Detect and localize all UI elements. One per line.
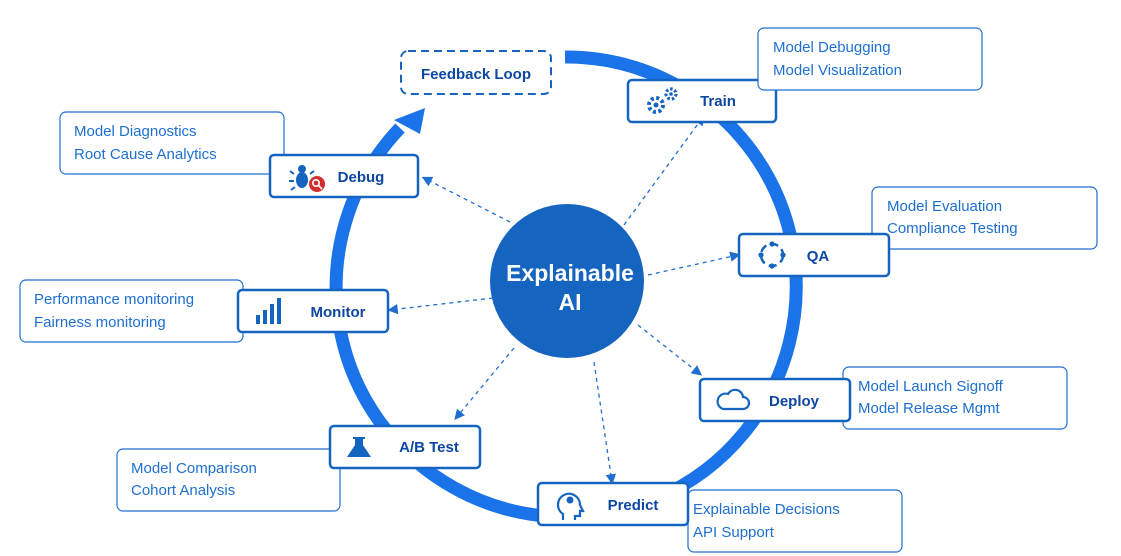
predict-detail-1: Explainable Decisions [693,501,840,518]
qa-detail-2: Compliance Testing [887,220,1018,237]
stage-debug[interactable]: Debug [268,153,420,199]
bar-chart-icon [256,298,281,324]
stage-monitor[interactable]: Monitor [236,288,390,334]
train-detail-1: Model Debugging [773,39,891,56]
stage-abtest[interactable]: A/B Test [328,424,482,470]
center-title-line2: AI [559,289,582,315]
ring-arrowhead [394,108,425,134]
abtest-detail-2: Cohort Analysis [131,482,235,499]
debug-details: Model Diagnostics Root Cause Analytics [59,111,285,175]
stage-predict[interactable]: Predict [536,481,690,527]
deploy-detail-2: Model Release Mgmt [858,400,1001,417]
debug-detail-2: Root Cause Analytics [74,146,217,163]
stage-train[interactable]: Train [626,78,778,124]
debug-detail-1: Model Diagnostics [74,123,197,140]
stage-monitor-label: Monitor [311,304,366,321]
abtest-details: Model Comparison Cohort Analysis [116,448,341,512]
center-node: Explainable AI [490,204,644,358]
stage-deploy[interactable]: Deploy [698,377,852,423]
flask-icon [347,437,371,457]
deploy-details: Model Launch Signoff Model Release Mgmt [842,366,1068,430]
feedback-loop-label: Feedback Loop [421,66,531,83]
deploy-detail-1: Model Launch Signoff [858,378,1004,395]
head-brain-icon [556,492,585,520]
cloud-icon [716,388,751,411]
monitor-detail-1: Performance monitoring [34,291,194,308]
stage-abtest-label: A/B Test [399,439,459,456]
spokes [387,114,741,485]
qa-details: Model Evaluation Compliance Testing [871,186,1098,250]
gears-icon [647,87,678,114]
monitor-detail-2: Fairness monitoring [34,314,166,331]
target-icon [758,241,786,269]
stage-deploy-label: Deploy [769,393,820,410]
monitor-details: Performance monitoring Fairness monitori… [19,279,244,343]
abtest-detail-1: Model Comparison [131,460,257,477]
train-details: Model Debugging Model Visualization [757,27,983,91]
center-title-line1: Explainable [506,260,634,286]
qa-detail-1: Model Evaluation [887,198,1002,215]
train-detail-2: Model Visualization [773,62,902,79]
stage-debug-label: Debug [338,169,385,186]
stage-qa-label: QA [807,248,830,265]
feedback-loop-node: Feedback Loop [400,50,552,95]
predict-details: Explainable Decisions API Support [687,489,903,553]
predict-detail-2: API Support [693,524,775,541]
stage-qa[interactable]: QA [737,232,891,278]
stage-predict-label: Predict [608,497,659,514]
stage-train-label: Train [700,93,736,110]
bug-search-icon [289,165,325,192]
